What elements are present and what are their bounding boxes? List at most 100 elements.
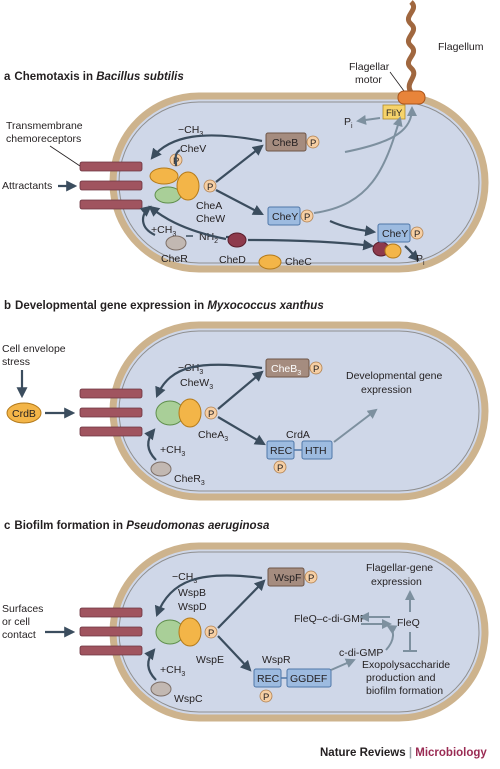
journal-name: Nature Reviews <box>320 747 406 759</box>
panel-a-title-text: Chemotaxis in <box>14 71 96 83</box>
cheb-b-label: CheB3 <box>271 363 301 377</box>
ched-protein <box>227 232 247 248</box>
cher-label-b: CheR3 <box>174 473 205 487</box>
ched-deamidation-arrow <box>148 205 227 241</box>
methyl-minus-a: −CH3 <box>178 124 203 138</box>
stress-label-1: Cell envelope <box>2 343 66 355</box>
crda-phosphate <box>273 460 287 474</box>
receptor-3a <box>79 199 143 210</box>
pi-a-2: Pi <box>416 253 425 267</box>
wspb-label: WspB <box>178 587 206 599</box>
wspe-phosphate <box>204 625 218 639</box>
crda-hth-label: HTH <box>305 445 327 457</box>
cher-b-methylation-arrow <box>144 428 157 461</box>
fliy-label: FliY <box>386 108 403 119</box>
receptor-leader <box>49 145 81 167</box>
cher-b-sub: 3 <box>201 480 205 487</box>
wspr-rec-label: REC <box>257 673 280 685</box>
cheb-b-text: CheB <box>271 363 297 375</box>
chey-2-phosphate <box>410 226 424 240</box>
cheb-label: CheB <box>272 137 298 149</box>
chea-protein-b <box>178 398 202 428</box>
methyl-plus-a: +CH3 <box>151 224 176 238</box>
cheb-b-sub: 3 <box>297 370 301 377</box>
attractants-label: Attractants <box>2 180 52 192</box>
flagellum-shape <box>405 0 417 94</box>
receptor-2a <box>79 180 143 191</box>
chey-box-2 <box>377 223 411 243</box>
panel-c-letter: c <box>4 520 11 532</box>
panel-b-title: b Developmental gene expression in Myxoco… <box>4 300 324 312</box>
input-c-1: Surfaces <box>2 603 43 615</box>
wspe-to-wspr-arrow <box>217 635 252 672</box>
receptor-2b <box>79 407 143 418</box>
chea-label-a: CheA <box>196 200 222 212</box>
methyl-minus-c-sub: 3 <box>193 578 197 585</box>
cdigmp-to-fleq-arrow <box>385 625 398 651</box>
chea-p: P <box>207 182 213 193</box>
pi-a-1-sub: i <box>351 123 353 130</box>
chea-b-to-crda-arrow <box>217 416 266 446</box>
dev-expression-2: expression <box>361 384 412 396</box>
eps-label-1: Exopolysaccharide <box>362 659 450 671</box>
panel-c-title-text: Biofilm formation in <box>14 520 126 532</box>
receptor-1a <box>79 161 143 172</box>
motor-feedback-arrow <box>344 106 417 153</box>
complex-pi-arrow <box>404 245 420 262</box>
methyl-minus-c: −CH3 <box>172 571 197 585</box>
receptor-3c <box>79 645 143 656</box>
methyl-plus-c-text: +CH <box>160 664 181 676</box>
wspf-p: P <box>308 573 314 584</box>
receptors-label-2: chemoreceptors <box>6 133 81 145</box>
chea-to-cheb-arrow <box>215 144 264 183</box>
methyl-minus-b-sub: 3 <box>199 369 203 376</box>
chey-label: CheY <box>272 211 298 223</box>
crda-p: P <box>277 463 283 474</box>
methyl-plus-b-sub: 3 <box>181 451 185 458</box>
input-c-3: contact <box>2 629 36 641</box>
nh2-sub: 2 <box>214 238 218 245</box>
wspr-ggdef-label: GGDEF <box>290 673 327 685</box>
panel-b: b Developmental gene expression in Myxoco… <box>2 300 489 501</box>
receptors-label-1: Transmembrane <box>6 120 83 132</box>
wspf-label: WspF <box>274 572 301 584</box>
stress-label-2: stress <box>2 356 30 368</box>
journal-separator: | <box>406 747 416 759</box>
chea-b-p: P <box>208 409 214 420</box>
methyl-minus-c-text: −CH <box>172 571 193 583</box>
chec-protein <box>258 254 282 270</box>
ched-label: CheD <box>219 254 246 266</box>
chea-b-text: CheA <box>198 429 224 441</box>
panel-b-title-text: Developmental gene expression in <box>15 300 207 312</box>
pi-a-2-sub: i <box>423 260 425 267</box>
panel-b-letter: b <box>4 300 11 312</box>
wspr-ggdef-box <box>286 668 332 688</box>
cdigmp-label: c-di-GMP <box>339 647 383 659</box>
motor-leader <box>389 71 405 92</box>
flagellum-label: Flagellum <box>438 41 484 53</box>
methyl-plus-c-sub: 3 <box>181 671 185 678</box>
cheb-b-p: P <box>313 364 319 375</box>
chea-to-chey-arrow <box>215 189 264 216</box>
cheb-b-box <box>265 358 310 378</box>
cheb-demethylation-arrow <box>150 134 263 160</box>
panel-c-organism: Pseudomonas aeruginosa <box>126 520 270 532</box>
wspe-p: P <box>208 628 214 639</box>
flagellar-gene-1: Flagellar-gene <box>366 562 433 574</box>
cheb-b-demethylation-arrow <box>155 363 263 399</box>
chea-b-phosphate <box>204 406 218 420</box>
panel-b-organism: Myxococcus xanthus <box>207 300 323 312</box>
fleq-complex-label: FleQ–c-di-GMP <box>294 613 367 625</box>
ched-to-complex-arrow <box>247 238 375 251</box>
chew-b-text: CheW <box>180 377 209 389</box>
wspe-to-wspf-arrow <box>217 579 266 629</box>
chea-label-b: CheA3 <box>198 429 228 443</box>
flagellar-motor <box>397 90 426 105</box>
cheb-box <box>265 132 307 152</box>
chev-protein <box>149 167 179 185</box>
fleq-label: FleQ <box>397 617 420 629</box>
fliy-pi-arrow <box>356 114 381 125</box>
complex-chec <box>384 243 402 259</box>
cher-methylation-arrow <box>139 205 156 236</box>
methyl-plus-b-text: +CH <box>160 444 181 456</box>
